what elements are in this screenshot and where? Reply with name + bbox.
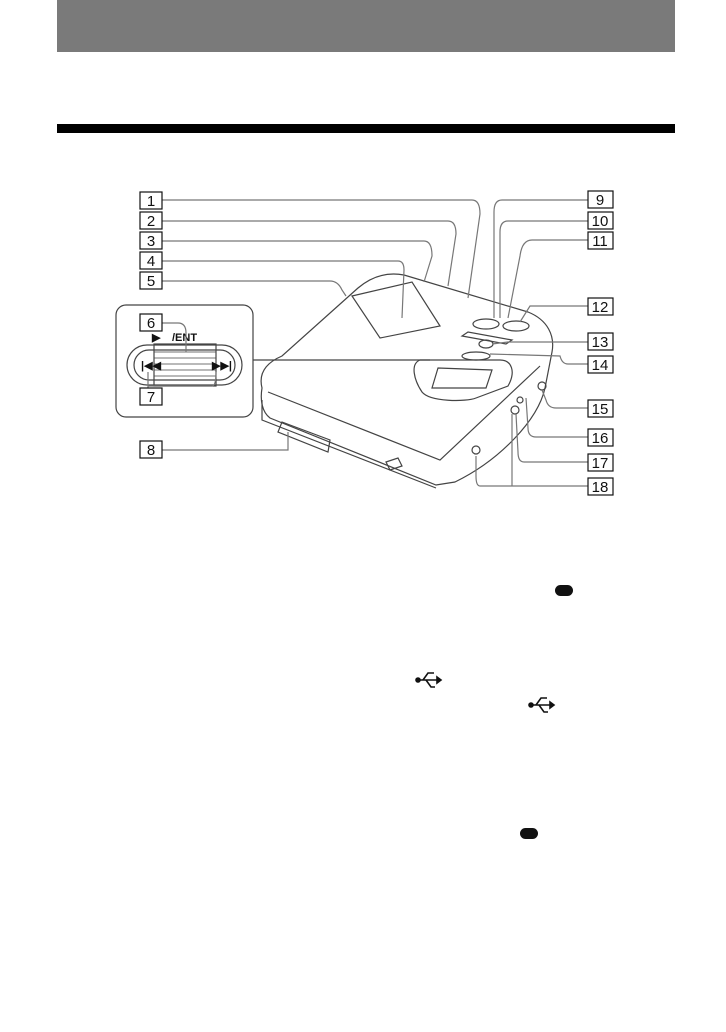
callout-1: 1 — [147, 193, 155, 210]
inset-frame — [116, 305, 253, 417]
device-outline — [261, 274, 553, 485]
jog-lever — [432, 368, 492, 388]
lid-latch — [386, 458, 402, 470]
leader-14 — [490, 354, 588, 364]
previous-icon: |◀◀ — [141, 360, 162, 372]
leader-16 — [526, 398, 588, 437]
menu-button — [462, 352, 490, 360]
callout-2: 2 — [147, 213, 155, 230]
leader-2 — [162, 221, 456, 286]
leader-9 — [494, 200, 588, 318]
callout-8: 8 — [147, 442, 155, 459]
next-icon: ▶▶| — [211, 360, 232, 372]
callout-3: 3 — [147, 233, 155, 250]
callout-17: 17 — [592, 455, 609, 472]
play-arrow-icon: ▶ — [151, 332, 161, 344]
leader-10 — [500, 221, 588, 318]
display-button — [479, 340, 493, 348]
leader-15 — [542, 390, 588, 408]
side-jack-mid — [511, 406, 519, 414]
usb-icon — [416, 673, 441, 687]
callout-5: 5 — [147, 273, 155, 290]
hi-md-disc-icon — [520, 828, 538, 839]
hi-md-disc-icon — [555, 585, 573, 596]
callout-12: 12 — [592, 299, 609, 316]
side-jack-small — [517, 397, 523, 403]
top-button-left — [473, 319, 499, 329]
callout-16: 16 — [592, 430, 609, 447]
device-edge — [268, 366, 540, 460]
leader-12 — [520, 306, 588, 322]
display-window — [352, 282, 440, 338]
leader-17 — [516, 414, 588, 462]
leader-18 — [476, 414, 588, 486]
callout-15: 15 — [592, 401, 609, 418]
callout-4: 4 — [147, 253, 155, 270]
callout-10: 10 — [592, 213, 609, 230]
jog-surround — [414, 360, 512, 400]
side-jack-lower — [472, 446, 480, 454]
callout-6: 6 — [147, 315, 155, 332]
callout-11: 11 — [592, 233, 608, 250]
leader-8 — [162, 432, 288, 450]
leader-4 — [162, 261, 404, 318]
callout-9: 9 — [596, 192, 604, 209]
top-button-right — [503, 321, 529, 331]
callout-13: 13 — [592, 334, 609, 351]
usb-icon — [529, 698, 554, 712]
play-ent-label: /ENT — [172, 332, 197, 344]
callout-7: 7 — [147, 389, 155, 406]
callout-14: 14 — [592, 357, 609, 374]
leader-5 — [162, 281, 346, 296]
callout-18: 18 — [592, 479, 609, 496]
